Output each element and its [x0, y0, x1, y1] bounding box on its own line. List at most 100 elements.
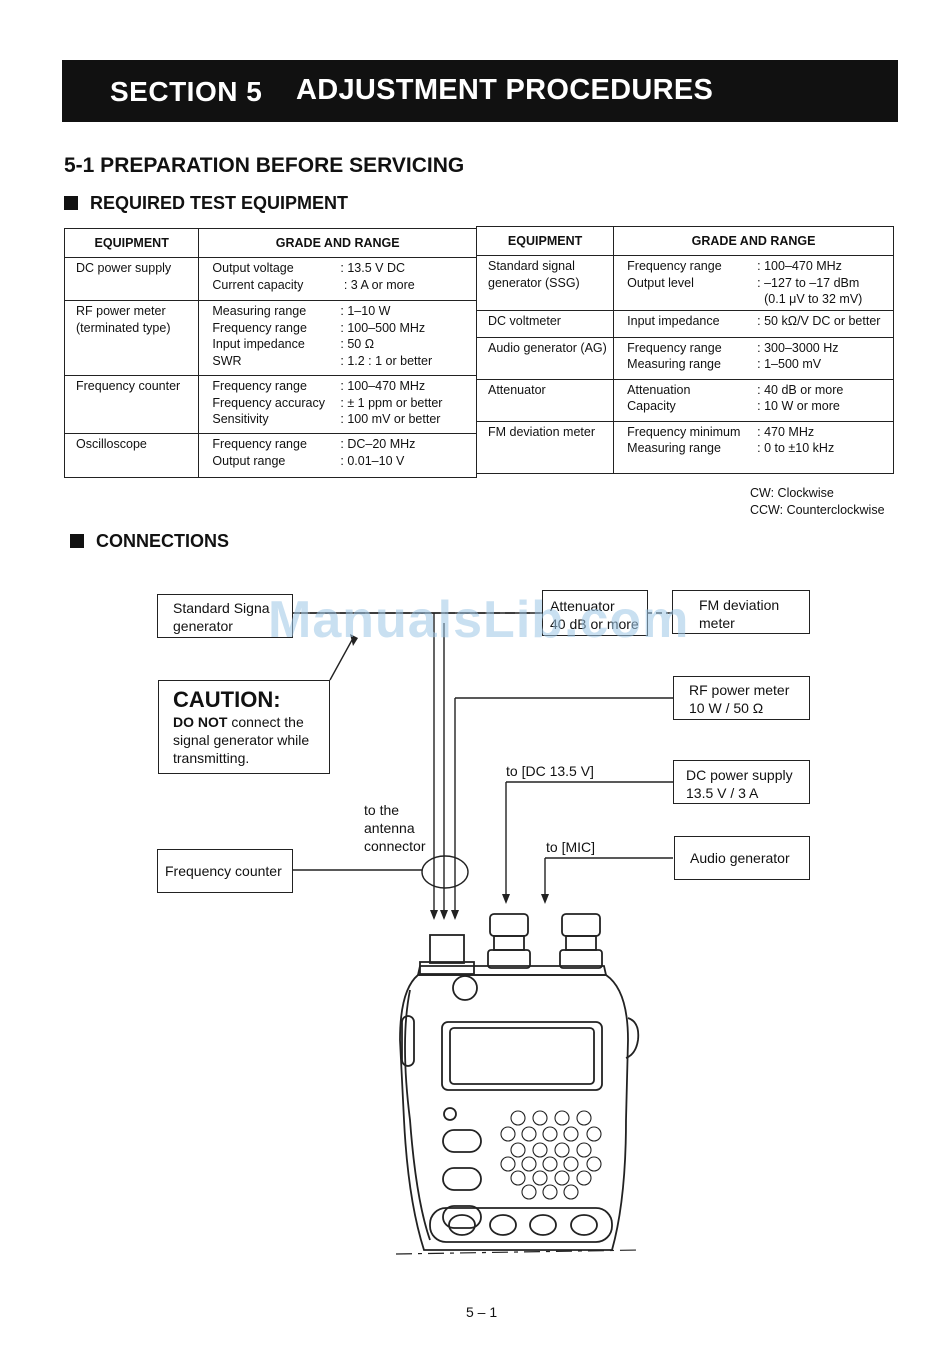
grade-header: GRADE AND RANGE	[198, 228, 477, 258]
caution-box: CAUTION: DO NOT connect the signal gener…	[158, 680, 330, 774]
equipment-row: Frequency counter Frequency range : 100–47…	[63, 375, 477, 434]
spec-key: Frequency range	[212, 320, 307, 335]
antenna-connector-label: to the antenna connector	[364, 801, 425, 855]
spec-value: : 100–470 MHz	[340, 379, 426, 393]
spec-value: (0.1 μV to 32 mV)	[757, 292, 863, 306]
spec-key: Measuring range	[627, 357, 721, 371]
caution-title: CAUTION:	[173, 687, 281, 712]
spec-key: Frequency minimum	[627, 424, 741, 439]
spec-key: Output voltage	[212, 261, 294, 275]
spec-key: Frequency accuracy	[212, 395, 325, 410]
dc-connection-label: to [DC 13.5 V]	[506, 763, 594, 779]
frequency-counter-box: Frequency counter	[157, 849, 293, 893]
spec-row: Measuring range : 1–500 mV	[627, 356, 893, 373]
rf-power-meter-box: RF power meter 10 W / 50 Ω	[673, 676, 810, 720]
box-label-line: FM deviation	[699, 597, 780, 613]
spec-value: : 1–500 mV	[757, 357, 822, 371]
keypad-key	[563, 1156, 579, 1172]
spec-value: : 3 A or more	[340, 277, 415, 292]
spec-value: : 100–470 MHz	[757, 259, 842, 273]
keypad-key	[554, 1170, 570, 1186]
equipment-name: Audio generator (AG)	[488, 340, 607, 355]
keypad-key	[563, 1184, 579, 1200]
spec-row: Capacity: 10 W or more	[627, 398, 893, 415]
spec-value: : 40 dB or more	[757, 382, 844, 397]
box-label-line: Attenuator	[550, 598, 615, 614]
equipment-table-left: EQUIPMENT GRADE AND RANGE DC power suppl…	[63, 228, 477, 478]
spec-row: Frequency range: DC–20 MHz	[212, 436, 476, 453]
spec-key: SWR	[212, 353, 242, 368]
caution-text: transmitting.	[173, 750, 250, 766]
ccw-note: CCW: Counterclockwise	[750, 503, 885, 517]
equipment-name-cell: Audio generator (AG)	[475, 336, 615, 380]
spec-row: Frequency range : 100–500 MHz	[212, 320, 476, 337]
spec-value: : 50 Ω	[340, 337, 375, 351]
spec-row: Frequency minimum: 470 MHz	[627, 424, 893, 441]
equipment-name: Standard signal	[488, 259, 575, 273]
equipment-row: Audio generator (AG) Frequency range : 300…	[475, 336, 894, 380]
keypad-key	[576, 1110, 592, 1126]
keypad-key	[554, 1110, 570, 1126]
square-bullet-icon	[64, 196, 78, 210]
spec-row: Attenuation: 40 dB or more	[627, 382, 893, 399]
spec-row: Output voltage: 13.5 V DC	[212, 260, 476, 277]
spec-key: Current capacity	[212, 277, 304, 292]
equipment-name: DC voltmeter	[488, 313, 561, 328]
equipment-name-cell: Standard signal generator (SSG)	[475, 255, 615, 311]
connections-heading: CONNECTIONS	[70, 531, 229, 552]
spec-row: Current capacity : 3 A or more	[212, 277, 476, 294]
keypad-key	[521, 1184, 537, 1200]
spec-key: Frequency range	[627, 340, 722, 355]
spec-key: Measuring range	[212, 304, 307, 318]
connections-heading-text: CONNECTIONS	[96, 531, 230, 551]
equipment-name-cell: Attenuator	[475, 378, 615, 422]
spec-row: Input impedance: 50 kΩ/V DC or better	[627, 313, 893, 330]
equipment-name: Frequency counter	[76, 379, 181, 393]
spec-row: Frequency range : 300–3000 Hz	[627, 340, 893, 357]
keypad-key	[510, 1142, 526, 1158]
equipment-table-right: EQUIPMENT GRADE AND RANGE Standard signa…	[475, 226, 894, 474]
keypad-key	[576, 1142, 592, 1158]
spec-key: Input impedance	[212, 337, 305, 351]
equipment-name-cell: DC voltmeter	[475, 309, 615, 338]
box-label-line: 10 W / 50 Ω	[689, 700, 764, 716]
spec-value: : 1.2 : 1 or better	[340, 353, 433, 368]
keypad-key	[586, 1156, 602, 1172]
equipment-name-cell: Oscilloscope	[63, 433, 200, 478]
equipment-name: FM deviation meter	[488, 424, 595, 439]
section-header-bar: SECTION 5 ADJUSTMENT PROCEDURES	[62, 60, 898, 122]
box-label-line: DC power supply	[686, 767, 793, 783]
spec-key: Capacity	[627, 399, 676, 413]
equipment-name: DC power supply	[76, 261, 172, 275]
box-label-line: 13.5 V / 3 A	[686, 785, 759, 801]
spec-row: Frequency accuracy: ± 1 ppm or better	[212, 395, 476, 412]
spec-value: : 0 to ±10 kHz	[757, 441, 835, 455]
watermark: ManualsLib.com	[268, 591, 690, 649]
keypad-key	[510, 1170, 526, 1186]
subsection-title: 5-1 PREPARATION BEFORE SERVICING	[64, 154, 465, 177]
spec-key: Measuring range	[627, 441, 721, 455]
fm-deviation-meter-box: FM deviation meter	[672, 590, 810, 634]
equipment-name: (terminated type)	[76, 320, 171, 335]
label-line: to the	[364, 802, 400, 818]
equipment-name: generator (SSG)	[488, 275, 580, 290]
equipment-header: EQUIPMENT	[475, 226, 615, 256]
equipment-name-cell: FM deviation meter	[475, 420, 615, 474]
spec-key: Frequency range	[212, 379, 307, 393]
spec-value: : DC–20 MHz	[340, 437, 416, 451]
spec-value: : 50 kΩ/V DC or better	[757, 313, 881, 328]
equipment-name-cell: Frequency counter	[63, 375, 200, 434]
spec-value: : 100 mV or better	[340, 412, 441, 426]
spec-value: : 100–500 MHz	[340, 320, 426, 335]
spec-row: Measuring range: 1–10 W	[212, 303, 476, 320]
spec-row: Frequency range: 100–470 MHz	[627, 258, 893, 275]
box-label-line: Standard Signa	[173, 600, 270, 616]
keypad-key	[532, 1110, 548, 1126]
equipment-name-cell: RF power meter(terminated type)	[63, 300, 200, 376]
spec-value: : 300–3000 Hz	[757, 340, 839, 355]
box-label-line: 40 dB or more	[550, 616, 639, 632]
